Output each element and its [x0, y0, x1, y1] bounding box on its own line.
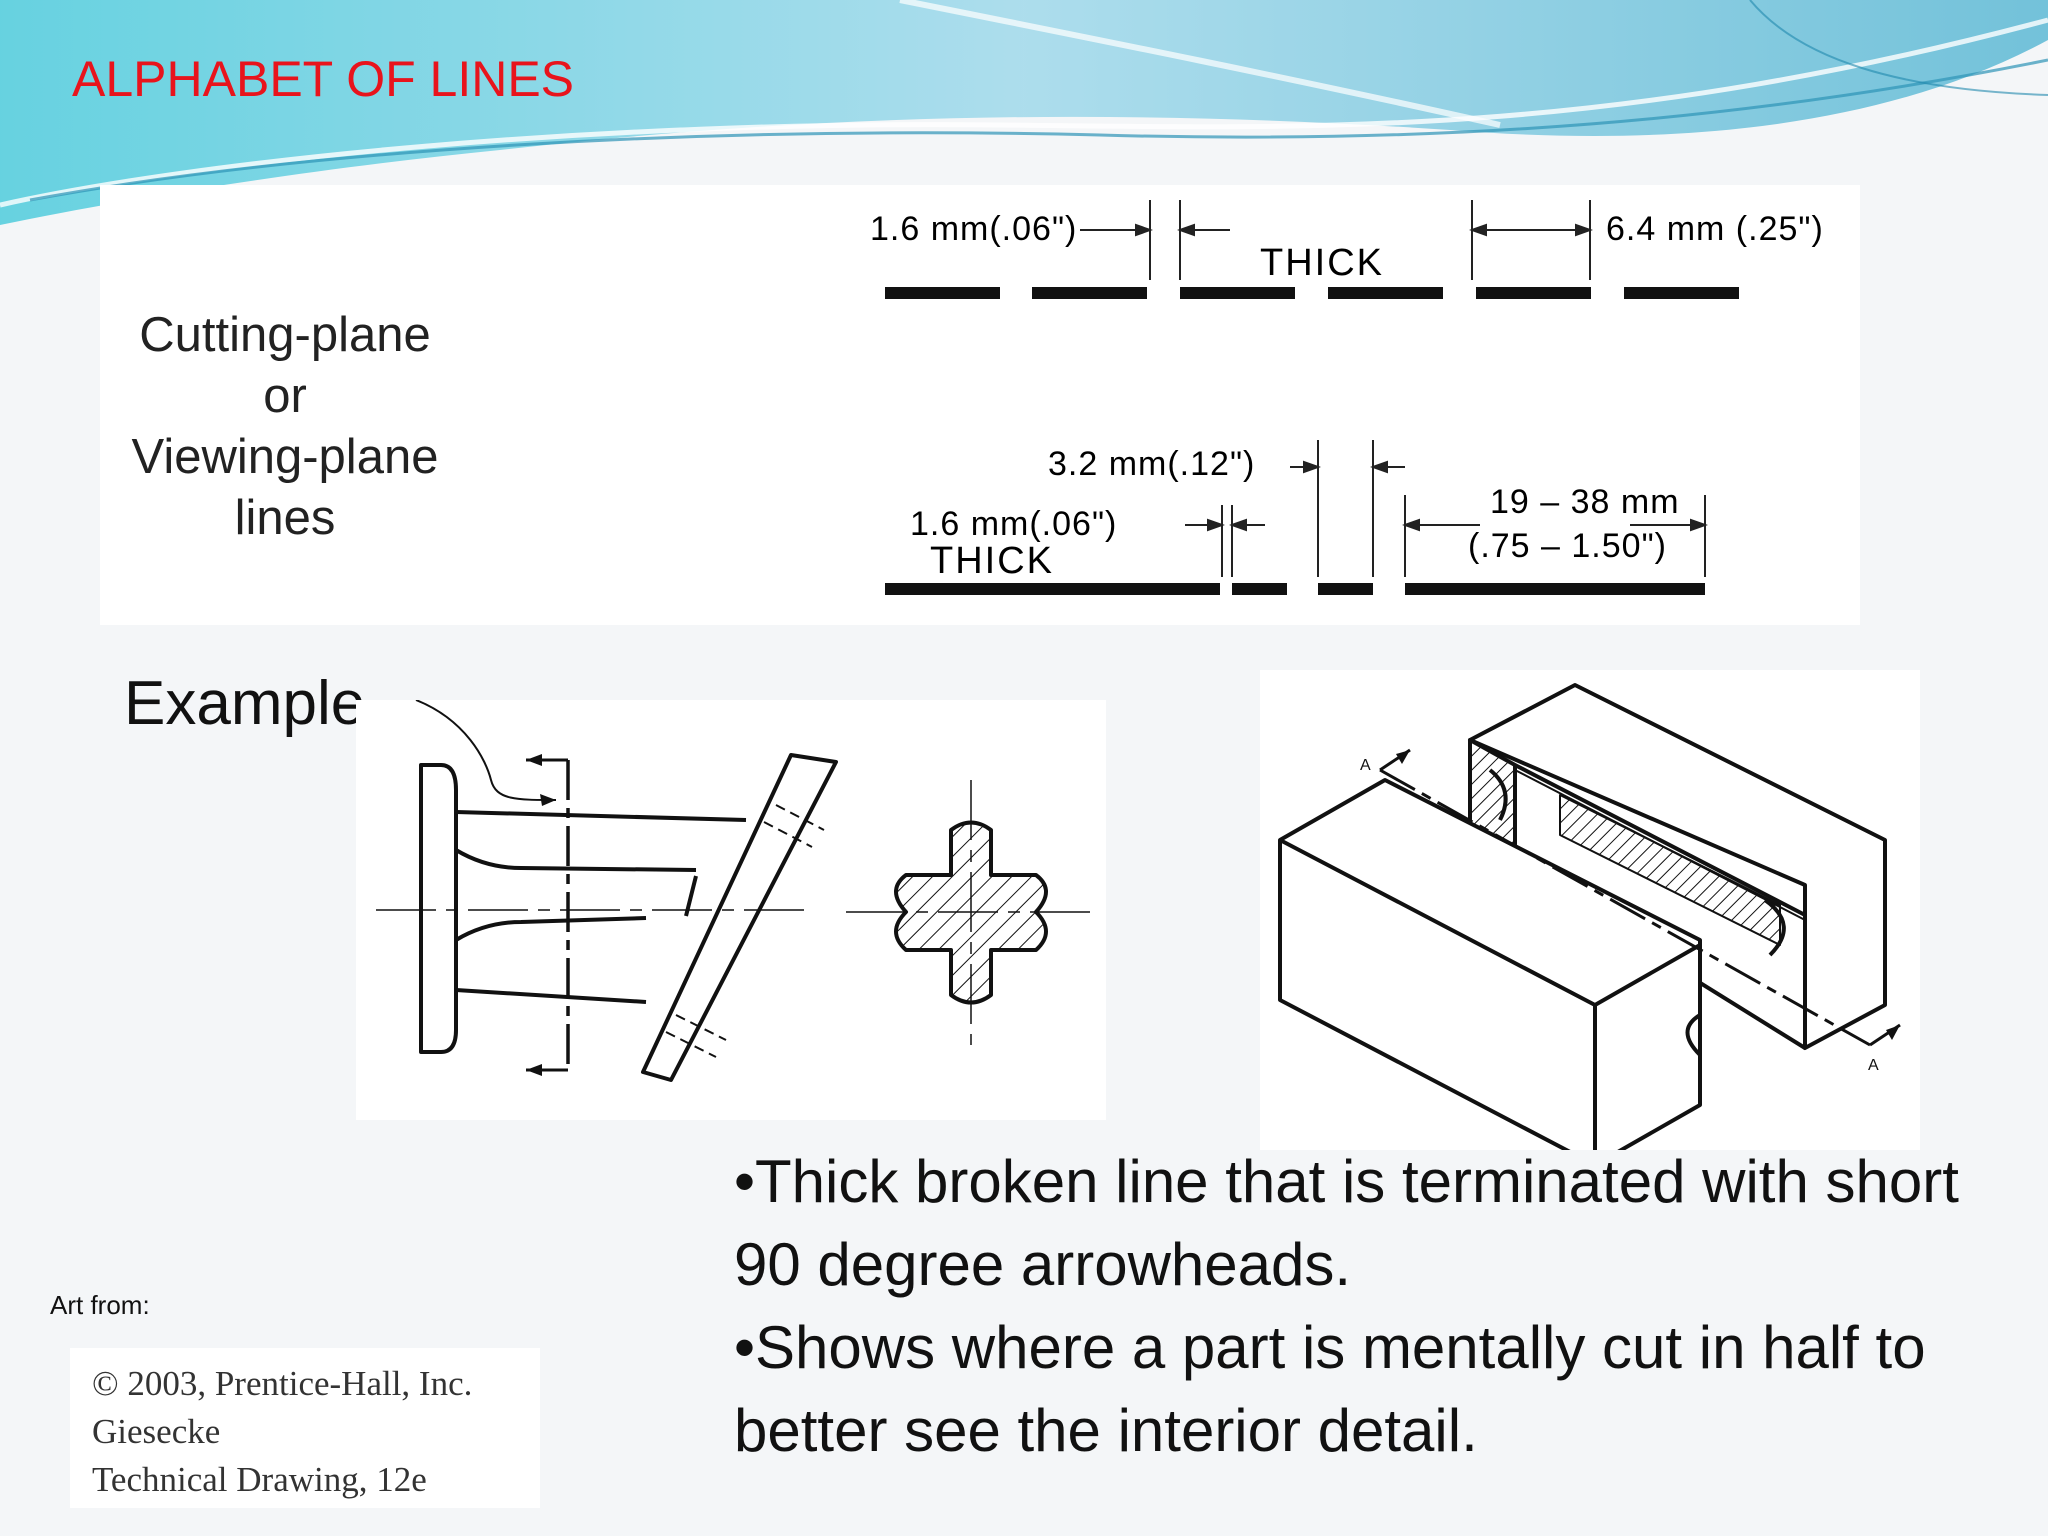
description-bullet: •Shows where a part is mentally cut in h…: [734, 1314, 1926, 1464]
section-letter-top: A: [1360, 757, 1371, 774]
description-bullet: •Thick broken line that is terminated wi…: [734, 1148, 1959, 1298]
image-credit: © 2003, Prentice-Hall, Inc. Giesecke Tec…: [70, 1348, 540, 1508]
credit-line: © 2003, Prentice-Hall, Inc.: [92, 1364, 473, 1403]
art-from-label: Art from:: [50, 1290, 150, 1320]
line-type-label: Cutting-plane or Viewing-plane lines: [100, 305, 470, 549]
gap-dimension: 1.6 mm(.06"): [910, 505, 1117, 543]
line-weight-label: THICK: [1260, 242, 1384, 284]
line-type-label-line: or: [263, 369, 307, 423]
credit-line: Giesecke: [92, 1412, 221, 1451]
sectioned-block-drawing: A A: [1278, 683, 1901, 1150]
slide-title: ALPHABET OF LINES: [72, 51, 575, 107]
dashed-line-bottom: [885, 583, 1705, 595]
cutting-plane-spec-diagram: 1.6 mm(.06") THICK 6.4 mm (.25") 3.2 mm(…: [870, 200, 1824, 595]
description: •Thick broken line that is terminated wi…: [734, 1140, 2014, 1472]
dimension-marks-bottom: [1185, 440, 1708, 577]
spec-label-panel: [100, 185, 860, 625]
line-type-label-line: lines: [234, 491, 336, 545]
dashed-line-top: [885, 287, 1739, 299]
example-part-drawing: [376, 700, 1096, 1082]
header-wave-decoration: [0, 0, 2048, 225]
dash-gap-dimension: 1.6 mm(.06"): [870, 210, 1077, 248]
line-type-label-line: Viewing-plane: [131, 430, 439, 484]
short-dash-dimension: 3.2 mm(.12"): [1048, 445, 1255, 483]
dash-length-dimension: 6.4 mm (.25"): [1606, 210, 1824, 248]
credit-line: Technical Drawing, 12e: [92, 1460, 427, 1499]
spec-diagram-panel: [860, 185, 1860, 625]
dimension-marks-top: [1080, 200, 1593, 280]
example-label: Example: [124, 669, 366, 738]
line-weight-label-bottom: THICK: [930, 540, 1054, 582]
section-letter-bottom: A: [1868, 1057, 1879, 1074]
long-dash-dimension-in: (.75 – 1.50"): [1468, 527, 1667, 565]
long-dash-dimension-mm: 19 – 38 mm: [1490, 483, 1680, 521]
line-type-label-line: Cutting-plane: [139, 308, 431, 362]
